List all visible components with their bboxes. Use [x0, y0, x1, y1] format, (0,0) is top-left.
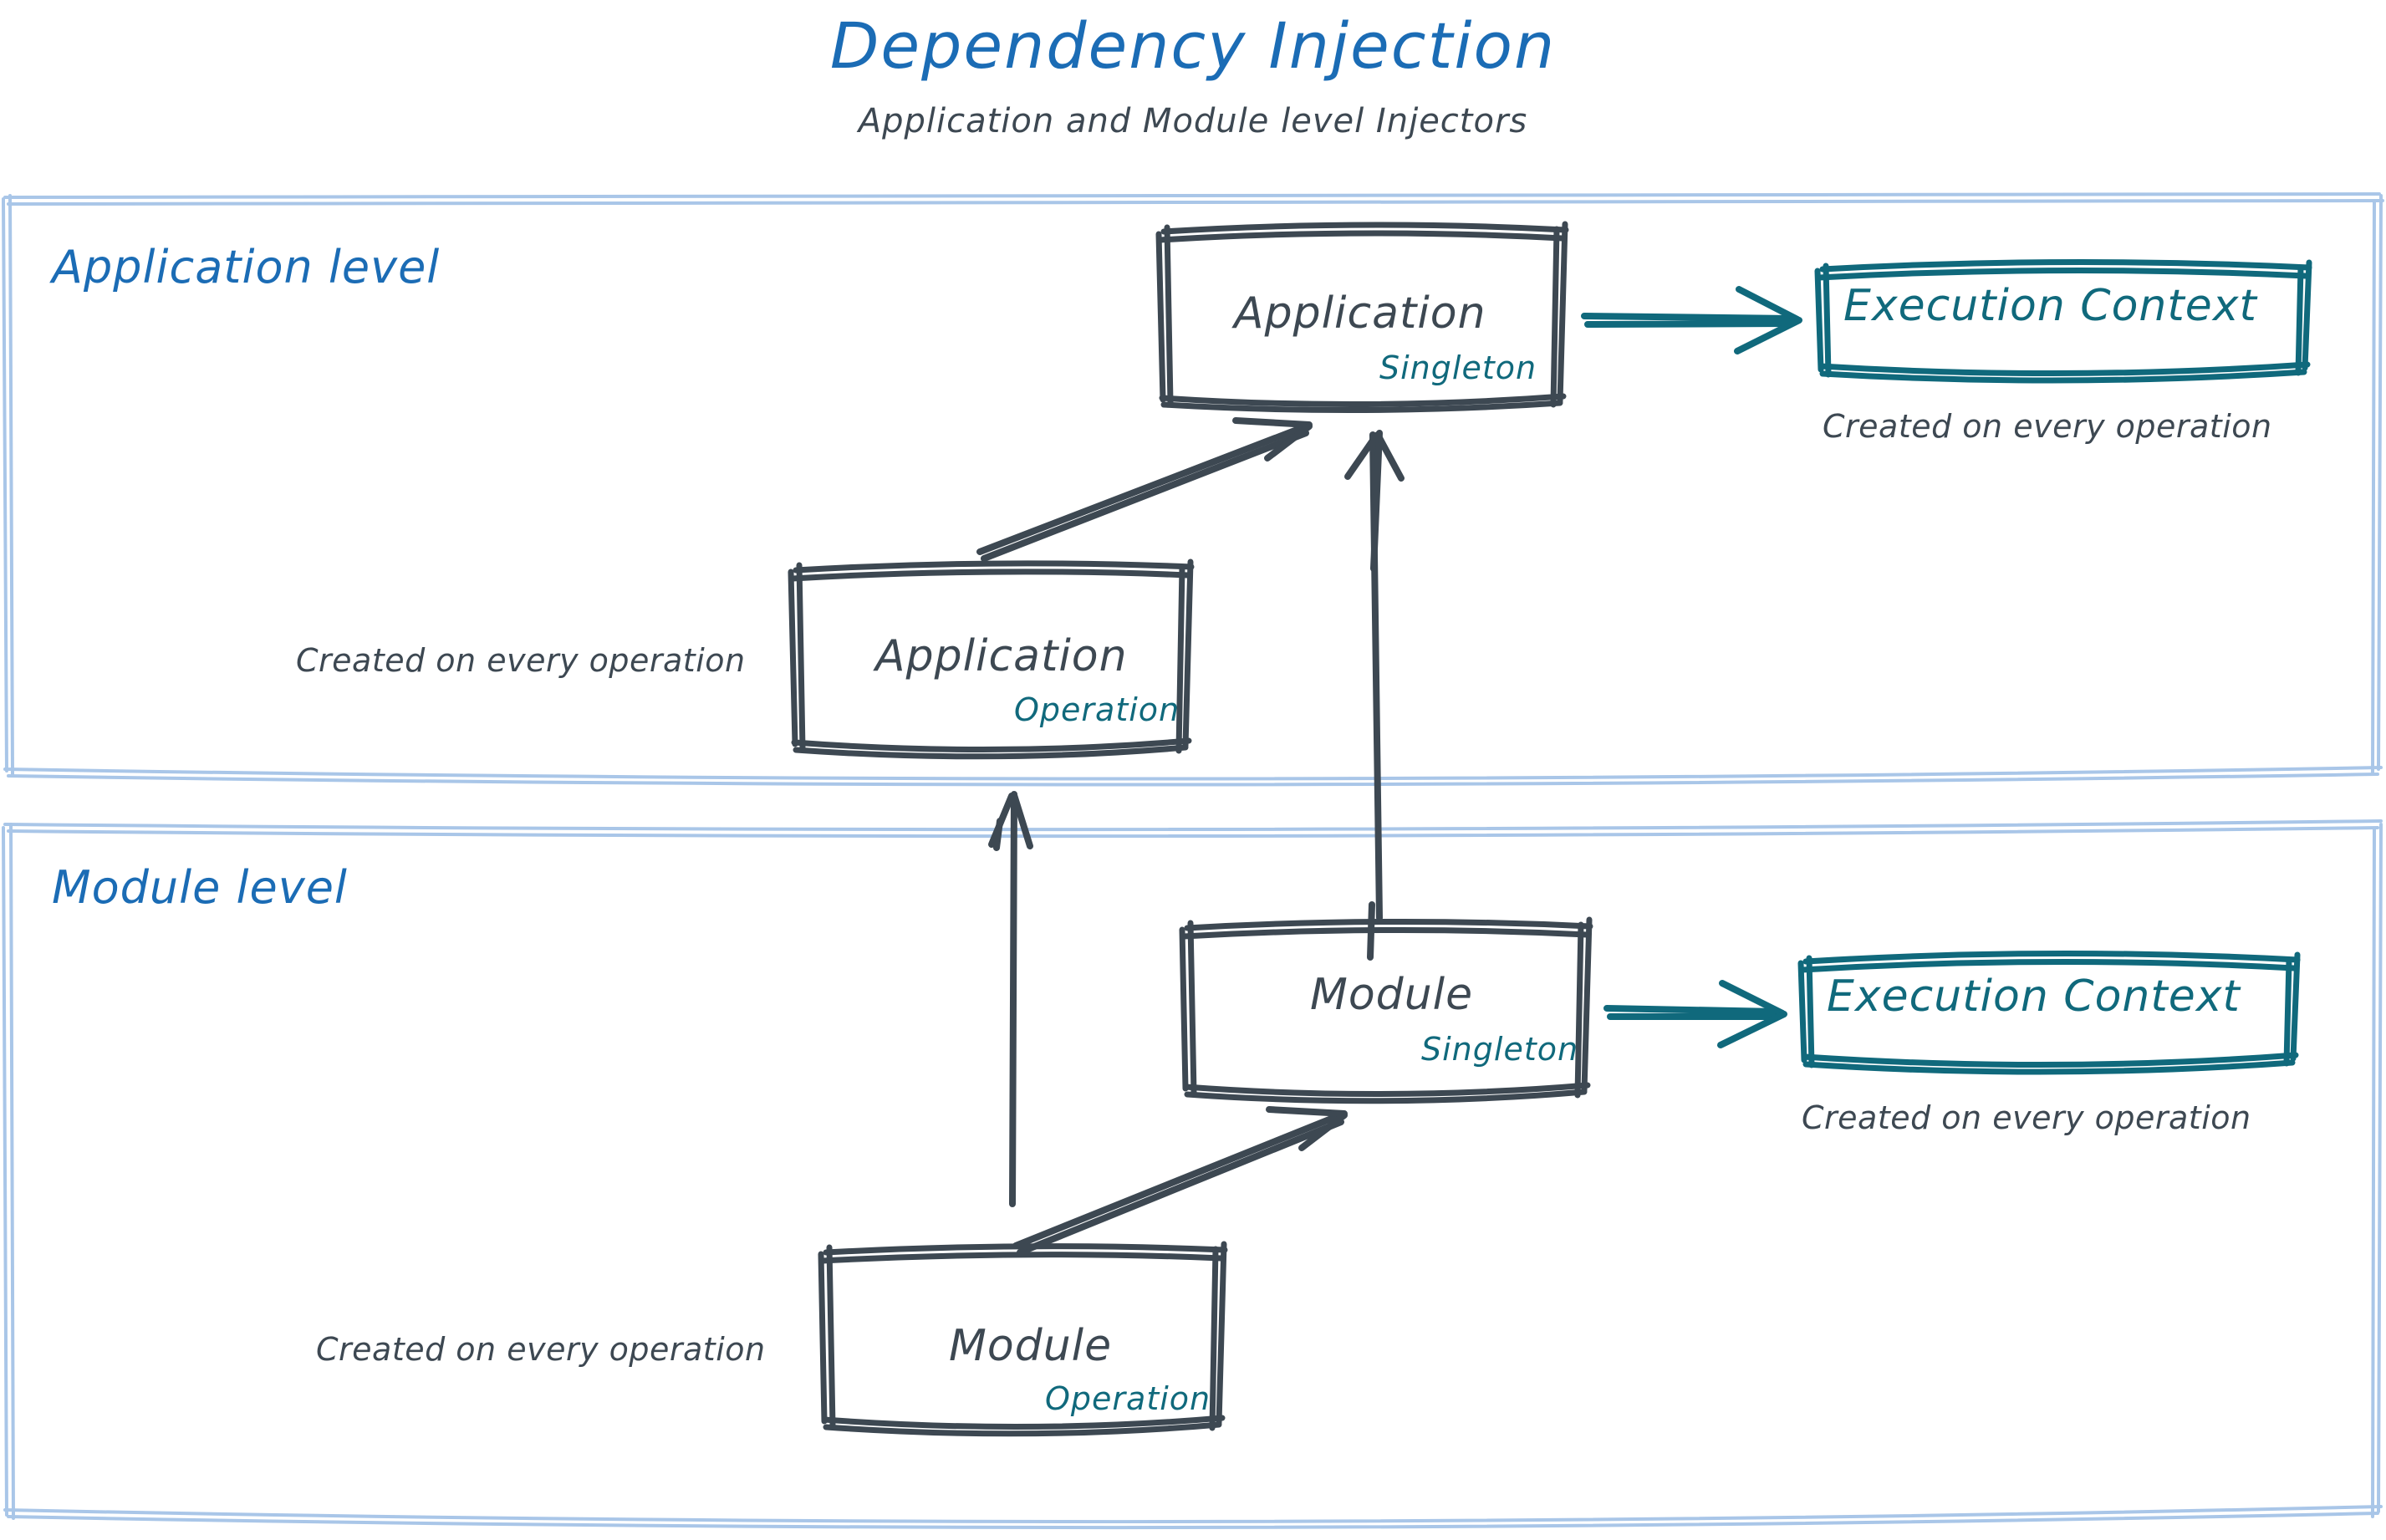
note-execution-context-top: Created on every operation	[1823, 408, 2272, 445]
edge-application-to-execution-context	[1581, 286, 1802, 354]
note-execution-context-bottom: Created on every operation	[1802, 1099, 2251, 1136]
node-application-operation-scope: Operation	[1014, 691, 1180, 728]
edge-application-operation-to-application-singleton	[976, 417, 1313, 562]
edge-module-operation-to-module-singleton	[1012, 1106, 1348, 1256]
note-module-operation: Created on every operation	[316, 1331, 766, 1368]
panel-label-module-level: Module level	[52, 861, 348, 914]
node-execution-context-bottom-title: Execution Context	[1827, 971, 2241, 1022]
node-module-operation-title: Module	[949, 1321, 1113, 1371]
panel-label-application-level: Application level	[52, 241, 441, 293]
edge-module-singleton-to-application-singleton	[1344, 430, 1405, 961]
edge-module-operation-to-application-operation	[988, 791, 1033, 1207]
edge-module-to-execution-context	[1603, 980, 1787, 1048]
node-application-singleton-title: Application	[1234, 288, 1486, 339]
page-subtitle: Application and Module level Injectors	[858, 102, 1528, 140]
node-module-singleton-scope: Singleton	[1421, 1031, 1579, 1068]
panel-module-level-frame	[2, 819, 2383, 1530]
node-execution-context-top-title: Execution Context	[1843, 281, 2257, 331]
node-module-operation-scope: Operation	[1045, 1380, 1211, 1417]
page-title: Dependency Injection	[829, 8, 1557, 83]
node-module-singleton-title: Module	[1310, 970, 1474, 1020]
node-application-singleton-scope: Singleton	[1379, 349, 1537, 386]
node-application-operation-title: Application	[875, 631, 1128, 681]
note-application-operation: Created on every operation	[296, 642, 746, 679]
